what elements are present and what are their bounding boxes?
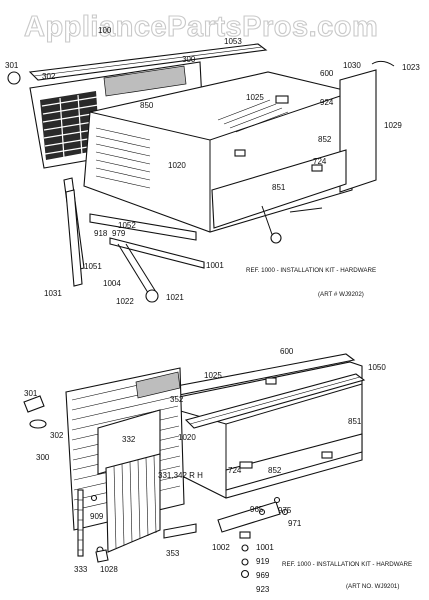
top-labels: 100 1053 301 302 300 600 1030 1023 1025 … — [5, 26, 420, 306]
label-1052: 1052 — [118, 221, 136, 230]
label-600: 600 — [320, 69, 334, 78]
label-600-b: 600 — [280, 347, 294, 356]
watermark-text: AppliancePartsPros.com — [24, 11, 378, 43]
top-rail-part — [28, 43, 268, 81]
label-301-b: 301 — [24, 389, 38, 398]
label-300-b: 300 — [36, 453, 50, 462]
label-851-b: 851 — [348, 417, 362, 426]
label-852: 852 — [318, 135, 332, 144]
label-909-b: 909 — [90, 512, 104, 521]
bottom-labels: 600 1025 1050 301 352 302 332 1020 851 3… — [24, 347, 412, 594]
label-1028-b: 1028 — [100, 565, 118, 574]
bottom-art-note: (ART NO. WJ9201) — [346, 583, 399, 590]
label-331-342-rh: 331,342 R H — [158, 471, 203, 480]
label-333-b: 333 — [74, 565, 88, 574]
label-724: 724 — [313, 157, 327, 166]
label-1023: 1023 — [402, 63, 420, 72]
label-1053: 1053 — [224, 37, 242, 46]
side-rails-part — [63, 177, 323, 303]
label-724-b: 724 — [228, 466, 242, 475]
label-1029: 1029 — [384, 121, 402, 130]
label-851: 851 — [272, 183, 286, 192]
label-965-b: 965 — [250, 505, 264, 514]
bottom-cabinet-assembly — [163, 361, 366, 499]
label-353-b: 353 — [166, 549, 180, 558]
top-art-note: (ART # WJ9202) — [318, 291, 364, 298]
cabinet-assembly — [83, 69, 377, 233]
bottom-knobs-part — [23, 395, 47, 429]
label-923-b: 923 — [256, 585, 270, 594]
bottom-exploded-view: 600 1025 1050 301 352 302 332 1020 851 3… — [23, 347, 412, 594]
label-332-b: 332 — [122, 435, 136, 444]
label-1025-b: 1025 — [204, 371, 222, 380]
top-exploded-view: 100 1053 301 302 300 600 1030 1023 1025 … — [5, 26, 420, 306]
label-300: 300 — [182, 55, 196, 64]
label-1001: 1001 — [206, 261, 224, 270]
label-1002-b: 1002 — [212, 543, 230, 552]
bottom-ref-note: REF. 1000 - INSTALLATION KIT - HARDWARE — [282, 561, 412, 568]
hardware-kit-part — [90, 494, 289, 579]
label-1025: 1025 — [246, 93, 264, 102]
label-1004: 1004 — [103, 279, 121, 288]
label-924: 924 — [320, 98, 334, 107]
label-301: 301 — [5, 61, 19, 70]
label-919-b: 919 — [256, 557, 270, 566]
label-979: 979 — [112, 229, 126, 238]
label-302-b: 302 — [50, 431, 64, 440]
louver-panels-part — [97, 409, 161, 553]
label-852-b: 852 — [268, 466, 282, 475]
label-975-b: 975 — [278, 506, 292, 515]
label-1031: 1031 — [44, 289, 62, 298]
label-1051: 1051 — [84, 262, 102, 271]
drain-hose-part — [371, 60, 395, 67]
top-ref-note: REF. 1000 - INSTALLATION KIT - HARDWARE — [246, 267, 376, 274]
vertical-strip-part — [77, 489, 109, 563]
label-100: 100 — [98, 26, 112, 35]
label-1001-b: 1001 — [256, 543, 274, 552]
label-352-b: 352 — [170, 395, 184, 404]
label-1050-b: 1050 — [368, 363, 386, 372]
label-969-b: 969 — [256, 571, 270, 580]
label-1022: 1022 — [116, 297, 134, 306]
control-knob-part — [7, 71, 21, 85]
label-1030: 1030 — [343, 61, 361, 70]
label-1020-b: 1020 — [178, 433, 196, 442]
label-918: 918 — [94, 229, 108, 238]
label-1021: 1021 — [166, 293, 184, 302]
label-1020: 1020 — [168, 161, 186, 170]
label-302: 302 — [42, 72, 56, 81]
label-971-b: 971 — [288, 519, 302, 528]
label-850: 850 — [140, 101, 154, 110]
